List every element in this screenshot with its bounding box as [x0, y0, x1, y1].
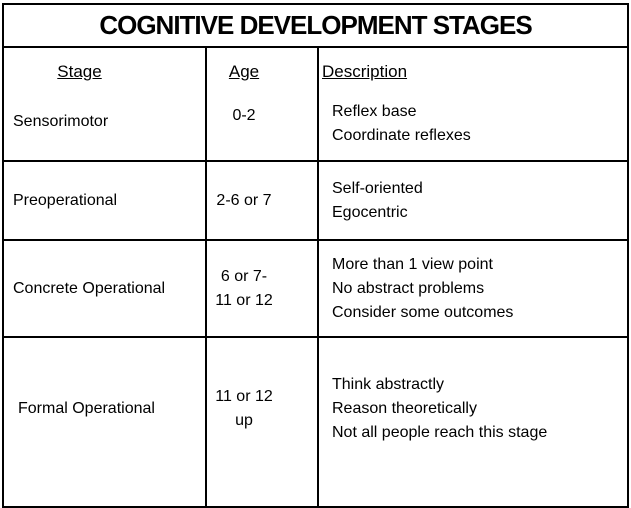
stage-cell: Stage Sensorimotor	[2, 46, 207, 162]
age-value: 11 or 12	[215, 388, 273, 405]
stage-name: Concrete Operational	[13, 279, 166, 297]
description-line: No abstract problems	[332, 279, 485, 297]
stage-name: Formal Operational	[18, 400, 155, 417]
stage-cell: Concrete Operational	[2, 239, 207, 338]
column-header-age: Age	[228, 62, 260, 81]
age-cell: 11 or 12 up	[205, 336, 319, 508]
age-value: up	[235, 412, 253, 429]
table-row: Preoperational 2-6 or 7 Self-oriented Eg…	[2, 160, 630, 241]
description-line: Reflex base	[332, 103, 417, 120]
title-row: COGNITIVE DEVELOPMENT STAGES	[1, 3, 630, 48]
page-title: COGNITIVE DEVELOPMENT STAGES	[1, 3, 630, 48]
age-cell: 2-6 or 7	[205, 160, 319, 241]
page: { "title": "COGNITIVE DEVELOPMENT STAGES…	[1, 3, 630, 508]
column-header-stage: Stage	[57, 62, 102, 81]
cognitive-stages-table: COGNITIVE DEVELOPMENT STAGES Stage Senso…	[1, 3, 630, 508]
table-row: Stage Sensorimotor Age 0-2 Description R…	[2, 46, 630, 162]
description-line: Think abstractly	[332, 376, 445, 393]
age-value: 0-2	[232, 107, 256, 124]
description-cell: Self-oriented Egocentric	[316, 160, 630, 241]
table-row: Concrete Operational 6 or 7- 11 or 12 Mo…	[2, 239, 630, 338]
description-line: Not all people reach this stage	[332, 424, 548, 441]
stage-cell: Formal Operational	[2, 336, 207, 508]
age-value: 11 or 12	[215, 291, 273, 309]
description-line: Coordinate reflexes	[332, 127, 471, 144]
table-row: Formal Operational 11 or 12 up Think abs…	[2, 336, 630, 508]
age-cell: Age 0-2	[205, 46, 319, 162]
description-cell: More than 1 view point No abstract probl…	[316, 239, 630, 338]
age-value: 2-6 or 7	[216, 191, 272, 209]
description-line: Reason theoretically	[332, 400, 477, 417]
stage-name: Preoperational	[13, 191, 118, 209]
description-line: Consider some outcomes	[332, 303, 514, 321]
age-value: 6 or 7-	[220, 267, 268, 285]
description-line: Egocentric	[332, 203, 408, 221]
stage-cell: Preoperational	[2, 160, 207, 241]
column-header-description: Description	[322, 62, 408, 81]
description-cell: Description Reflex base Coordinate refle…	[316, 46, 630, 162]
stage-name: Sensorimotor	[13, 113, 109, 130]
description-line: More than 1 view point	[332, 255, 493, 273]
description-line: Self-oriented	[332, 179, 423, 197]
age-cell: 6 or 7- 11 or 12	[205, 239, 319, 338]
description-cell: Think abstractly Reason theoretically No…	[316, 336, 630, 508]
